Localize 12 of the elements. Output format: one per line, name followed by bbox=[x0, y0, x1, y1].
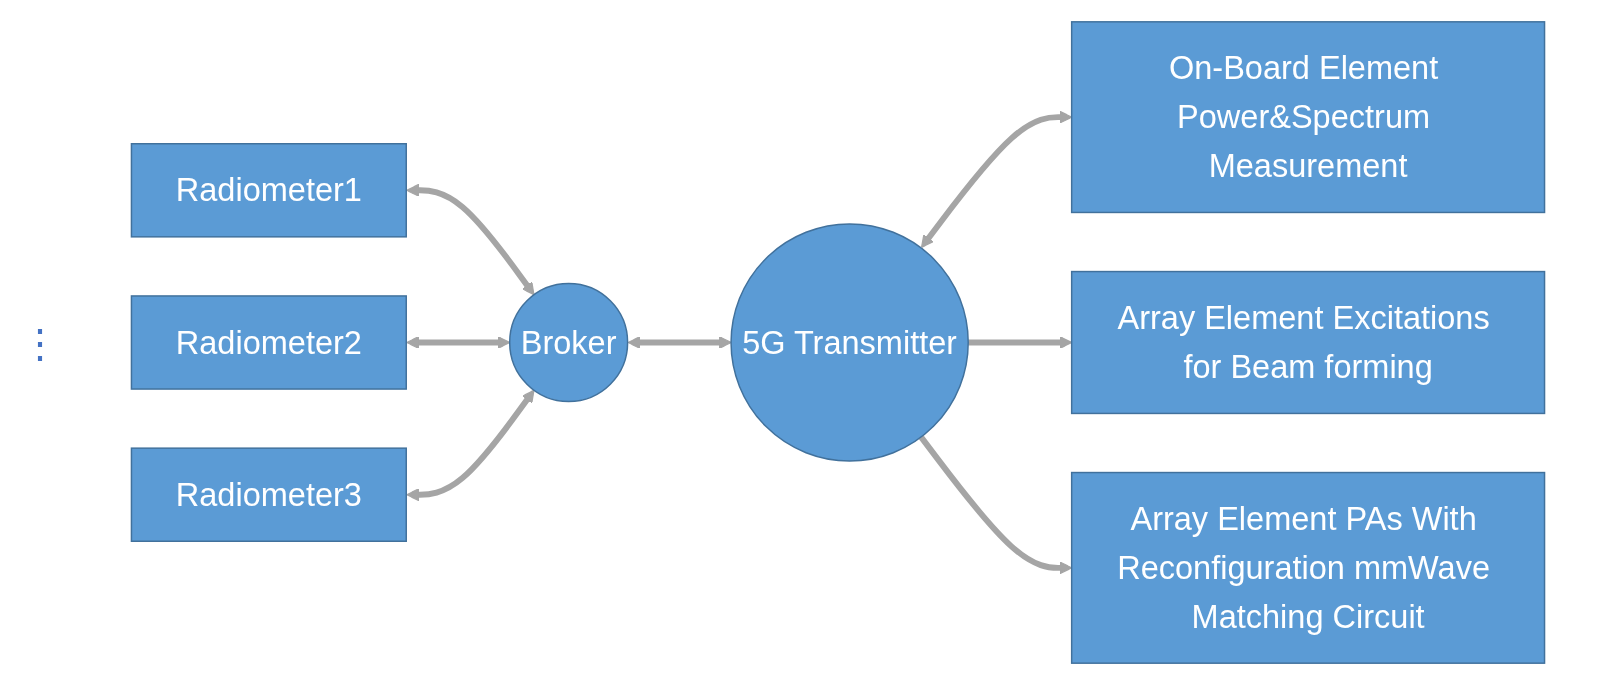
node-box: Radiometer2 bbox=[130, 295, 407, 390]
node-box: On-Board Element Power&Spectrum Measurement bbox=[1070, 21, 1546, 214]
node-box: Array Element Excitations for Beam forming bbox=[1070, 270, 1546, 415]
arrow bbox=[406, 389, 535, 502]
node-box: Array Element PAs With Reconfiguration mmWave Matching Circuit bbox=[1070, 471, 1546, 664]
arrow bbox=[627, 336, 732, 349]
node-box: Radiometer3 bbox=[130, 447, 407, 542]
ellipsis-label: ⋮ bbox=[19, 319, 61, 366]
node-box: Radiometer1 bbox=[130, 143, 407, 238]
node-circle: 5G Transmitter bbox=[730, 223, 969, 462]
arrow bbox=[406, 183, 535, 296]
node-circle: Broker bbox=[508, 282, 629, 403]
